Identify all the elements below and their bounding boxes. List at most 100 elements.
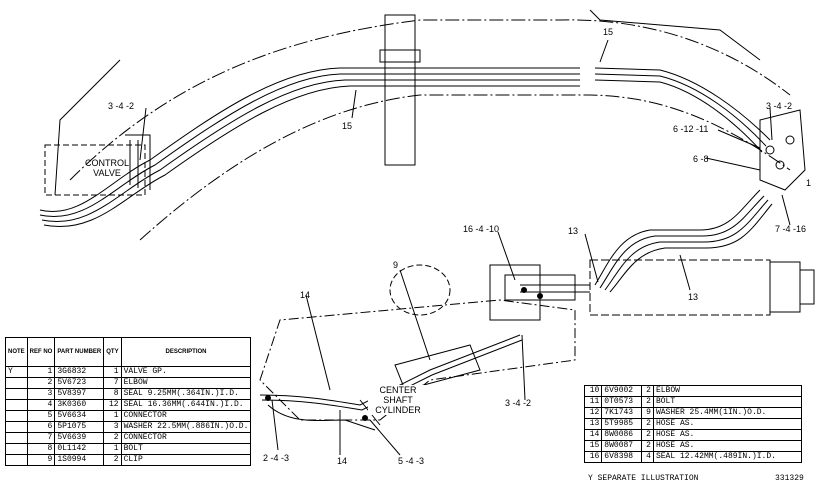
callout-7-4-16: 7 -4 -16 [775,224,807,234]
callout-3-4-2: 3 -4 -2 [108,101,135,111]
note-cell [5,388,28,400]
ref-cell: 14 [583,429,603,441]
frame-outline [69,19,791,181]
part-number-cell: 0T0573 [601,396,643,408]
header-note: NOTE [5,337,28,367]
note-cell [5,454,28,466]
description-cell: ELBOW [652,385,803,397]
qty-cell: 4 [641,451,654,463]
frame-post [379,49,421,63]
ref-cell: 10 [583,385,603,397]
note-cell [5,421,28,433]
qty-cell: 1 [103,366,122,378]
description-cell: HOSE AS. [652,440,803,452]
description-cell: CONNECTOR [120,410,252,422]
cylinder-end [799,269,815,305]
qty-cell: 3 [103,421,122,433]
qty-cell: 8 [103,388,122,400]
hose-13 [604,199,769,291]
figure-id: 331329 [775,474,804,483]
note-cell [5,377,28,389]
description-cell: HOSE AS. [652,418,803,430]
callout-13: 13 [688,292,699,302]
center-block [504,274,576,301]
hose-15 [39,67,580,212]
part-number-cell: 5V8397 [54,388,105,400]
parts-table-left: NOTE REF NO PART NUMBER QTY DESCRIPTION … [5,337,252,466]
note-cell [5,432,28,444]
part-number-cell: 5V6723 [54,377,105,389]
ref-cell: 4 [26,399,56,411]
right-valve-body [759,109,806,191]
hose-13 [520,284,590,293]
callout-9: 9 [393,260,399,270]
description-cell: SEAL 9.25MM(.364IN.)I.D. [120,388,252,400]
part-number-cell: 6V8398 [601,451,643,463]
valve-fittings [125,134,151,190]
bearing [389,264,451,316]
hose-13 [609,203,773,293]
note-cell: Y [5,366,28,378]
ref-cell: 5 [26,410,56,422]
cylinder-end [769,261,801,313]
frame-outline [589,9,761,61]
description-cell: BOLT [120,443,252,455]
description-cell: HOSE AS. [652,429,803,441]
ref-cell: 3 [26,388,56,400]
hose-13 [594,189,761,286]
qty-cell: 2 [641,385,654,397]
part-number-cell: 5T9985 [601,418,643,430]
note-cell [5,410,28,422]
control-valve-body [44,144,146,196]
qty-cell: 2 [641,396,654,408]
hose-15 [594,67,771,141]
control-valve-label-line1: CONTROL [84,158,129,168]
header-qty: QTY [103,337,122,367]
part-number-cell: 7K1743 [601,407,643,419]
header-part-number: PART NUMBER [54,337,105,367]
ref-cell: 12 [583,407,603,419]
qty-cell: 2 [641,440,654,452]
hose-14 [267,404,376,431]
description-cell: ELBOW [120,377,252,389]
description-cell: CONNECTOR [120,432,252,444]
description-cell: WASHER 22.5MM(.886IN.)O.D. [120,421,252,433]
hose-15 [594,79,763,153]
hose-15 [41,79,580,222]
qty-cell: 9 [641,407,654,419]
ref-cell: 6 [26,421,56,433]
callout-2-4-3: 2 -4 -3 [263,453,290,463]
part-number-cell: 5V6639 [54,432,105,444]
part-number-cell: 8W0086 [601,429,643,441]
qty-cell: 2 [641,429,654,441]
cylinder-body [589,259,771,316]
description-cell: SEAL 12.42MM(.489IN.)I.D. [652,451,803,463]
control-valve-label-line2: VALVE [93,168,121,178]
callout-5-4-3: 5 -4 -3 [398,456,425,466]
description-cell: WASHER 25.4MM(1IN.)O.D. [652,407,803,419]
ref-cell: 11 [583,396,603,408]
part-number-cell: 5P1075 [54,421,105,433]
hose-15 [43,85,580,227]
ref-cell: 1 [26,366,56,378]
callout-14: 14 [337,456,348,466]
callout-13: 13 [568,226,579,236]
header-description: DESCRIPTION [120,337,252,367]
note-cell [5,399,28,411]
part-number-cell: 3G6832 [54,366,105,378]
center-shaft-cylinder-label: CENTER SHAFT CYLINDER [368,385,428,415]
center-shaft-cylinder [394,344,481,391]
